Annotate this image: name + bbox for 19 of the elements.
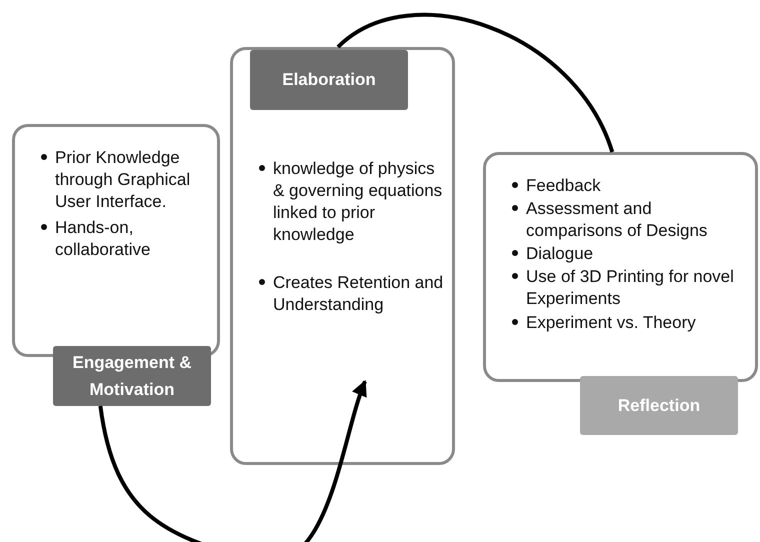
bullet-text: knowledge of physics & governing equations linked to prior knowledge bbox=[273, 159, 442, 244]
curved-arrow bbox=[98, 380, 368, 542]
stage-heading: Engagement & Motivation bbox=[71, 352, 193, 401]
stage-card bbox=[483, 152, 758, 382]
stage-heading-tab bbox=[53, 346, 211, 406]
stage-heading: Elaboration bbox=[282, 69, 376, 92]
bullet-text: Creates Retention and Understanding bbox=[273, 273, 444, 314]
bullet-text: Experiment vs. Theory bbox=[526, 312, 696, 332]
bullet-text: Use of 3D Printing for novel Experiments bbox=[526, 267, 734, 308]
stage-heading: Reflection bbox=[618, 394, 700, 417]
bullet-text: Prior Knowledge through Graphical User Interface. bbox=[55, 148, 190, 212]
stage-heading-tab bbox=[250, 50, 408, 110]
stage-heading-tab bbox=[580, 376, 738, 435]
bullet-text: Hands-on, collaborative bbox=[55, 218, 150, 260]
bullet-text: Feedback bbox=[526, 176, 601, 195]
stage-card bbox=[230, 47, 455, 465]
bullet-text: Assessment and comparisons of Designs bbox=[526, 199, 708, 240]
bullet-text: Dialogue bbox=[526, 244, 594, 264]
stage-card bbox=[12, 124, 220, 357]
